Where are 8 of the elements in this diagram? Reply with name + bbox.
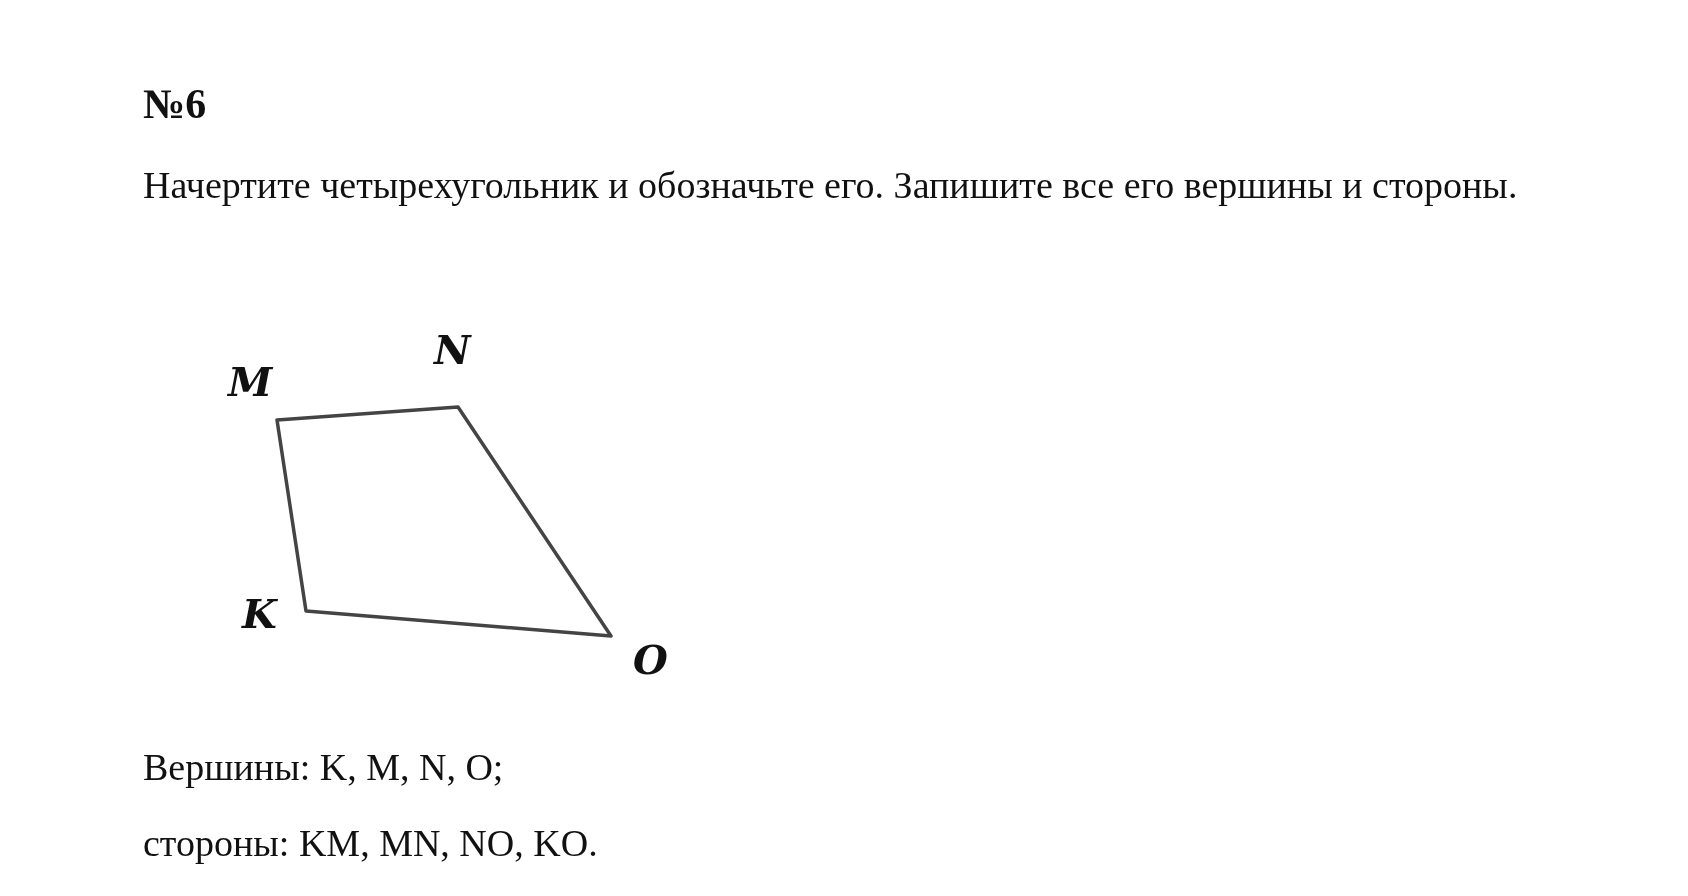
answer-text: стороны: KM, MN, NO, KO. [143,821,598,866]
vertex-label: M [228,362,273,402]
answer-text: Вершины: K, M, N, O; [143,745,504,790]
vertex-label: K [242,594,277,634]
task-text: Начертите четырехугольник и обозначьте его. Запишите все его вершины и стороны. [143,163,1519,208]
task-number: №6 [143,80,207,128]
vertex-label: O [633,640,668,680]
vertex-label: N [434,330,471,370]
